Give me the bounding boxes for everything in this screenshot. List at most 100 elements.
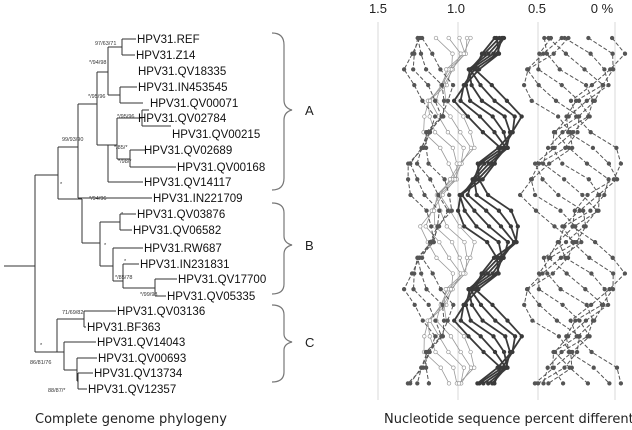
support-value: * xyxy=(60,182,63,188)
support-value: */99/98 xyxy=(140,292,157,298)
difference-point xyxy=(505,318,510,323)
difference-point xyxy=(426,381,432,386)
difference-point xyxy=(599,302,605,308)
difference-point xyxy=(477,114,483,119)
difference-point xyxy=(420,318,425,323)
difference-point xyxy=(556,239,562,245)
difference-point xyxy=(490,302,495,308)
difference-point xyxy=(556,192,561,198)
tick-label: 1.5 xyxy=(369,1,387,16)
difference-point xyxy=(592,239,598,245)
difference-point xyxy=(546,381,551,386)
difference-point xyxy=(480,177,485,182)
difference-point xyxy=(496,145,501,151)
difference-point xyxy=(468,35,473,41)
difference-point xyxy=(504,145,509,151)
difference-point xyxy=(433,334,438,339)
difference-point xyxy=(471,177,477,182)
taxon-label: HPV31.QV03136 xyxy=(117,306,205,318)
difference-point xyxy=(422,334,427,339)
taxon-label: HPV31.QV13734 xyxy=(94,368,183,380)
difference-point xyxy=(401,287,407,292)
difference-point xyxy=(566,349,571,355)
difference-point xyxy=(500,145,506,151)
plot-caption: Nucleotide sequence percent different xyxy=(384,412,632,427)
difference-point xyxy=(610,287,616,292)
difference-point xyxy=(550,365,555,370)
support-value: * xyxy=(121,212,124,218)
support-value: */95/96 xyxy=(88,94,105,100)
difference-point xyxy=(430,271,435,276)
difference-point xyxy=(592,318,597,323)
difference-point xyxy=(560,302,565,308)
difference-point xyxy=(451,98,457,103)
difference-point xyxy=(467,98,473,103)
difference-point xyxy=(474,192,479,198)
taxon-label: HPV31.QV14043 xyxy=(97,337,185,349)
difference-plot: 1.5 1.0 0.5 0 % Nucleotide sequence perc… xyxy=(369,1,632,427)
difference-point xyxy=(463,82,469,88)
difference-point xyxy=(536,161,542,166)
difference-point xyxy=(554,318,560,323)
difference-point xyxy=(560,224,565,229)
difference-point xyxy=(479,51,485,56)
difference-point xyxy=(545,271,550,276)
taxon-label: HPV31.QV06582 xyxy=(133,225,221,237)
difference-point xyxy=(583,287,588,292)
taxon-labels: HPV31.REF HPV31.Z14 HPV31.QV18335 HPV31.… xyxy=(87,34,266,396)
difference-point xyxy=(433,318,438,323)
difference-point xyxy=(472,239,477,245)
difference-point xyxy=(537,51,542,56)
taxon-label: HPV31.QV05335 xyxy=(167,291,255,303)
difference-point xyxy=(427,334,432,339)
difference-point xyxy=(427,114,432,119)
difference-point xyxy=(610,255,615,260)
difference-point xyxy=(572,208,577,213)
difference-point xyxy=(446,381,452,386)
difference-point xyxy=(579,239,584,245)
difference-point xyxy=(525,67,530,72)
difference-point xyxy=(490,271,495,276)
difference-point xyxy=(545,145,551,151)
clade-label-a: A xyxy=(305,103,314,118)
difference-point xyxy=(445,318,450,323)
support-value: * xyxy=(104,243,107,249)
difference-point xyxy=(461,145,466,151)
difference-point xyxy=(420,98,425,103)
taxon-label: HPV31.QV17700 xyxy=(178,274,266,286)
difference-point xyxy=(567,365,572,370)
support-value: */94/96 xyxy=(89,196,106,202)
difference-point xyxy=(440,302,445,308)
difference-point xyxy=(450,82,456,88)
difference-point xyxy=(563,51,569,56)
difference-point xyxy=(485,239,490,245)
difference-point xyxy=(439,82,445,88)
taxon-label: HPV31.REF xyxy=(137,34,200,46)
tick-label: 1.0 xyxy=(447,1,465,16)
difference-point xyxy=(584,302,589,308)
tree-caption: Complete genome phylogeny xyxy=(35,412,227,427)
difference-point xyxy=(436,192,441,198)
difference-point xyxy=(537,302,542,308)
difference-point xyxy=(439,334,444,339)
difference-point xyxy=(542,35,547,41)
difference-point xyxy=(492,130,497,135)
difference-point xyxy=(521,82,527,88)
difference-point xyxy=(441,98,447,103)
difference-point xyxy=(485,271,490,276)
difference-point xyxy=(606,161,612,166)
difference-point xyxy=(478,302,484,308)
difference-point xyxy=(591,365,596,370)
difference-point xyxy=(427,239,433,245)
difference-point xyxy=(450,145,456,151)
difference-point xyxy=(432,98,438,103)
difference-point xyxy=(509,208,514,213)
taxon-label: HPV31.QV02784 xyxy=(138,113,227,125)
difference-point xyxy=(608,67,613,72)
difference-point xyxy=(427,98,433,103)
difference-point xyxy=(423,145,429,151)
taxon-label: HPV31.QV00071 xyxy=(150,98,238,110)
difference-point xyxy=(622,51,628,56)
difference-point xyxy=(587,255,592,260)
difference-point xyxy=(472,287,478,292)
